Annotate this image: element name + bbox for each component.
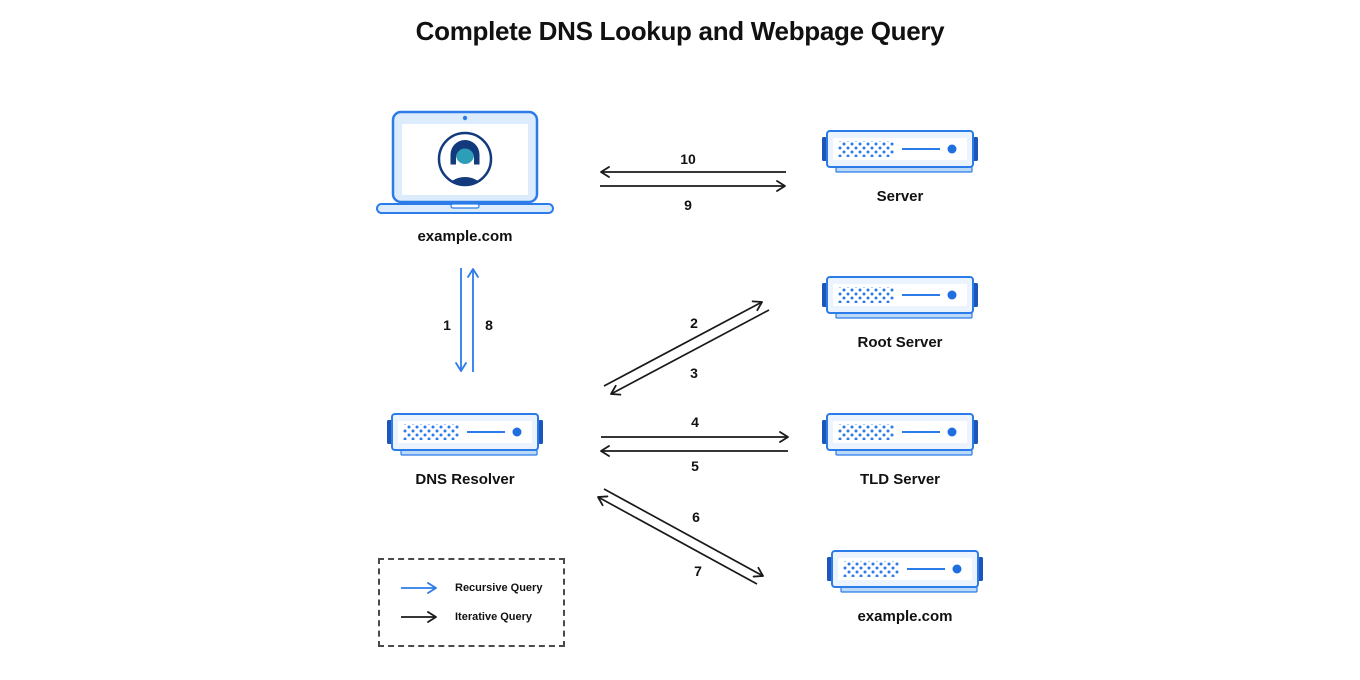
server-icon: [827, 550, 983, 593]
node-authoritative-server: example.com: [827, 550, 983, 625]
arrow-step-2: [603, 300, 763, 387]
node-client: example.com: [372, 110, 558, 245]
node-root-server-label: Root Server: [857, 334, 943, 351]
step-label-7: 7: [694, 563, 702, 579]
server-icon: [822, 130, 978, 173]
node-tld-server-label: TLD Server: [859, 471, 941, 488]
step-label-1: 1: [443, 317, 451, 333]
step-label-9: 9: [684, 197, 692, 213]
node-dns-resolver: DNS Resolver: [387, 413, 543, 488]
legend-row-recursive: Recursive Query: [400, 582, 563, 594]
server-icon: [822, 413, 978, 456]
node-client-label: example.com: [417, 228, 513, 245]
step-label-4: 4: [691, 414, 699, 430]
step-label-6: 6: [692, 509, 700, 525]
legend: Recursive Query Iterative Query: [378, 558, 565, 647]
server-icon: [387, 413, 543, 456]
node-dns-resolver-label: DNS Resolver: [415, 471, 515, 488]
diagram-title: Complete DNS Lookup and Webpage Query: [415, 16, 945, 46]
legend-row-iterative: Iterative Query: [400, 611, 563, 623]
step-label-5: 5: [691, 458, 699, 474]
arrow-step-6: [603, 488, 764, 578]
legend-label-recursive: Recursive Query: [455, 582, 543, 594]
step-label-2: 2: [690, 315, 698, 331]
step-label-8: 8: [485, 317, 493, 333]
recursive-query-arrow-icon: [401, 582, 437, 594]
node-web-server-label: Server: [876, 188, 924, 205]
arrow-step-7: [597, 495, 758, 585]
iterative-query-arrow-icon: [401, 611, 437, 623]
step-label-10: 10: [680, 151, 696, 167]
node-web-server: Server: [822, 130, 978, 205]
server-icon: [822, 276, 978, 319]
node-authoritative-server-label: example.com: [857, 608, 953, 625]
node-tld-server: TLD Server: [822, 413, 978, 488]
legend-label-iterative: Iterative Query: [455, 611, 533, 623]
node-root-server: Root Server: [822, 276, 978, 351]
laptop-icon: [376, 110, 554, 214]
step-label-3: 3: [690, 365, 698, 381]
